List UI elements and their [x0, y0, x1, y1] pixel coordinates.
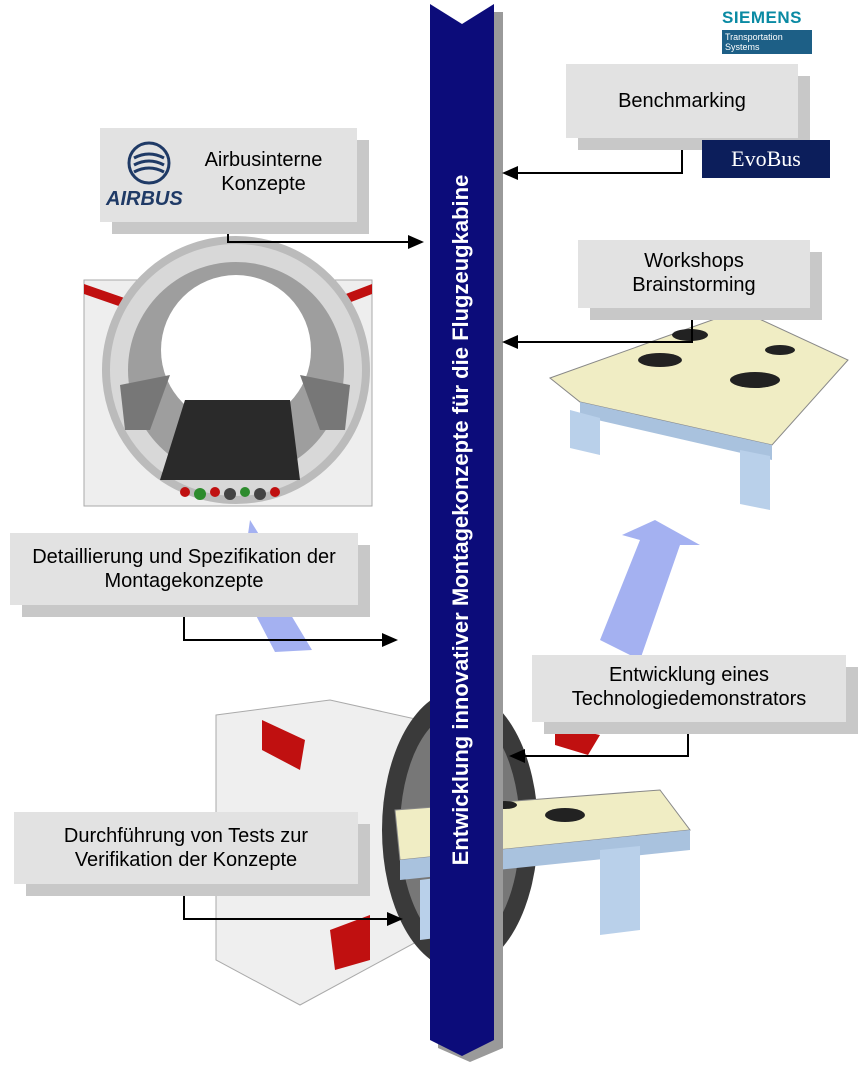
siemens-wordmark: SIEMENS	[722, 8, 803, 27]
box-demonstrator-line2: Technologiedemonstrators	[571, 688, 807, 710]
arrowheads	[382, 166, 525, 926]
box-detailing: Detaillierung und Spezifikation der Mont…	[10, 533, 358, 605]
box-tests: Durchführung von Tests zur Verifikation …	[14, 812, 358, 884]
main-title: Entwicklung innovativer Montagekonzepte …	[448, 174, 473, 866]
box-airbus-line2: Konzepte	[221, 173, 306, 195]
box-tests-line2: Verifikation der Konzepte	[74, 849, 298, 871]
airbus-emblem-icon	[127, 141, 171, 185]
title-bar	[430, 4, 494, 1056]
airbus-logo: AIRBUS	[106, 188, 183, 210]
panel-illustration	[548, 309, 849, 510]
box-workshops-line2: Brainstorming	[632, 274, 756, 296]
box-workshops-line1: Workshops	[644, 250, 744, 272]
box-detailing-line2: Montagekonzepte	[104, 570, 264, 592]
evobus-logo: EvoBus	[702, 140, 830, 178]
box-airbus-concepts: Airbusinterne Konzepte	[100, 128, 357, 222]
box-demonstrator: Entwicklung eines Technologiedemonstrato…	[532, 655, 846, 722]
box-benchmarking: Benchmarking	[566, 64, 798, 138]
connectors	[183, 138, 693, 920]
siemens-subtitle: Transportation Systems	[722, 30, 812, 54]
box-demonstrator-line1: Entwicklung eines	[608, 664, 770, 686]
flow-arrow-upper	[600, 520, 700, 660]
cabin-section-illustration	[83, 236, 373, 507]
box-benchmarking-label: Benchmarking	[618, 90, 746, 112]
box-airbus-line1: Airbusinterne	[204, 149, 323, 171]
box-detailing-line1: Detaillierung und Spezifikation der	[32, 546, 336, 568]
siemens-logo: SIEMENS Transportation Systems	[722, 8, 812, 66]
box-workshops: Workshops Brainstorming	[578, 240, 810, 308]
box-tests-line1: Durchführung von Tests zur	[63, 825, 309, 847]
